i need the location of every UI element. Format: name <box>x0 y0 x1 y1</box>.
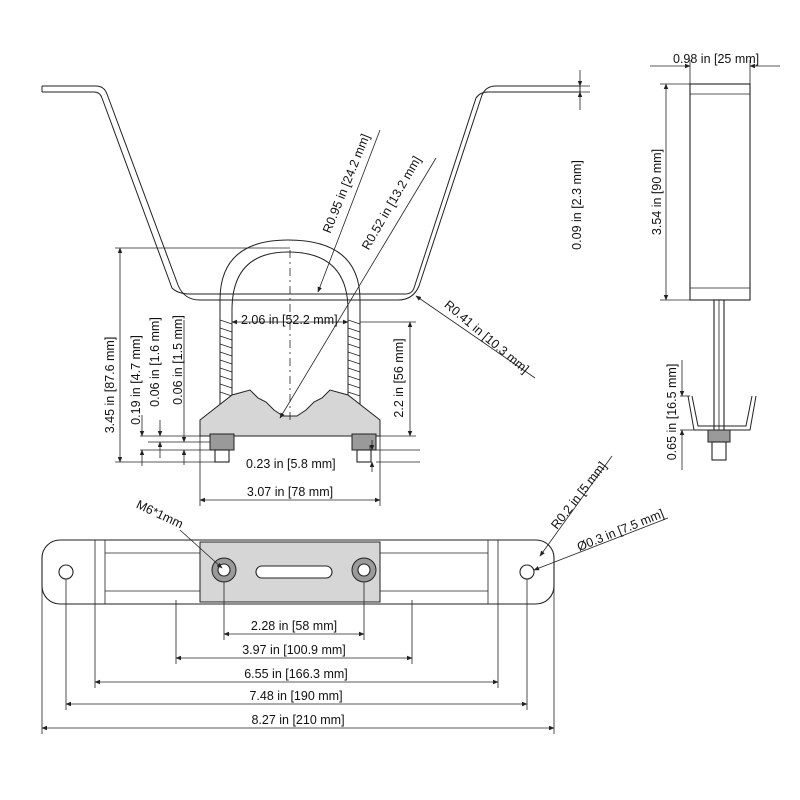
dim-228: 2.28 in [58 mm] <box>251 619 337 633</box>
dim-overall-height: 3.45 in [87.6 mm] <box>103 337 117 434</box>
stud-left <box>214 449 230 463</box>
clamp-block <box>199 389 381 437</box>
dim-397: 3.97 in [100.9 mm] <box>242 643 346 657</box>
u-bolt-outer <box>219 239 361 410</box>
dim-827: 8.27 in [210 mm] <box>251 713 344 727</box>
dim-hole-radius: R0.2 in [5 mm] <box>548 459 609 532</box>
stud-right <box>356 449 372 463</box>
bent-strap-inner <box>42 91 580 295</box>
dim-side-small-height: 0.65 in [16.5 mm] <box>665 364 679 461</box>
dim-block-width: 3.07 in [78 mm] <box>247 485 333 499</box>
top-view: M6*1mm R0.2 in [5 mm] Ø0.3 in [7.5 mm] 2… <box>41 455 669 734</box>
dim-side-height: 3.54 in [90 mm] <box>650 149 664 235</box>
dim-ubolt-width: 2.06 in [52.2 mm] <box>241 313 338 327</box>
dim-r-large: R0.95 in [24.2 mm] <box>320 132 373 235</box>
slot <box>255 565 333 579</box>
dim-hole-dia: Ø0.3 in [7.5 mm] <box>575 506 666 554</box>
dim-006b: 0.06 in [1.5 mm] <box>171 315 185 405</box>
side-nut <box>707 429 731 443</box>
dim-top-width: 0.98 in [25 mm] <box>673 52 759 66</box>
threads-right <box>347 319 361 397</box>
bolt-right-center <box>357 563 371 577</box>
dim-thread: M6*1mm <box>134 497 185 531</box>
front-view: 0.09 in [2.3 mm] R0.95 in [24.2 mm] R0.5… <box>41 70 590 506</box>
dim-r-mid: R0.52 in [13.2 mm] <box>359 154 424 252</box>
threads-left <box>219 319 233 397</box>
bent-strap-outer <box>42 85 580 301</box>
dim-655: 6.55 in [166.3 mm] <box>244 667 348 681</box>
side-view: 0.98 in [25 mm] 3.54 in [90 mm] 0.65 in … <box>650 52 780 470</box>
hole-left <box>58 564 74 580</box>
side-strap <box>689 83 751 301</box>
dim-thickness: 0.09 in [2.3 mm] <box>570 160 584 250</box>
dim-006a: 0.06 in [1.6 mm] <box>148 317 162 407</box>
u-bolt-inner <box>231 251 349 410</box>
dim-nut-height: 0.23 in [5.8 mm] <box>246 457 336 471</box>
dim-019: 0.19 in [4.7 mm] <box>129 335 143 425</box>
nut-left <box>209 433 235 451</box>
side-stud <box>711 441 727 461</box>
dim-r-bend: R0.41 in [10.3 mm] <box>442 298 532 377</box>
dim-ubolt-height: 2.2 in [56 mm] <box>392 338 406 417</box>
dim-748: 7.48 in [190 mm] <box>249 689 342 703</box>
hole-right <box>519 564 535 580</box>
